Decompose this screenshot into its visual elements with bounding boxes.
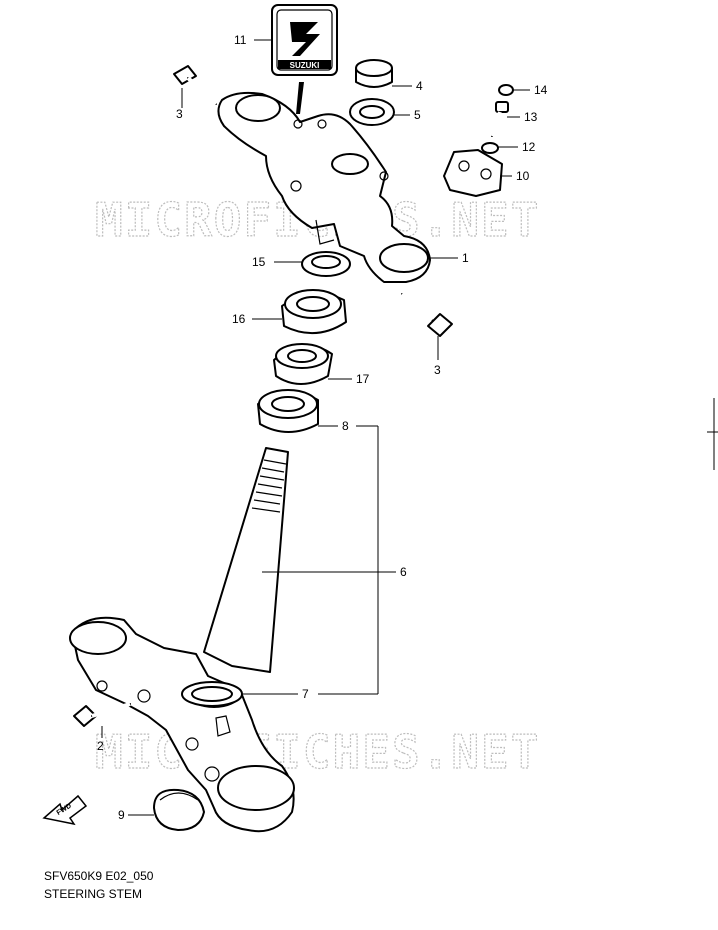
callout-14: 14 (534, 83, 548, 97)
callout-17: 17 (356, 372, 370, 386)
part-12-washer[interactable] (481, 142, 499, 154)
part-4-cap[interactable] (355, 59, 393, 88)
part-11-emblem[interactable]: SUZUKI (271, 4, 338, 76)
part-6-steering-stem[interactable] (69, 447, 295, 833)
part-15-nut[interactable] (301, 251, 351, 277)
callout-7: 7 (302, 687, 309, 701)
part-17-bearing[interactable] (273, 343, 333, 385)
part-13-bolt[interactable] (490, 101, 509, 137)
part-16-seal[interactable] (281, 289, 347, 335)
diagram-code: SFV650K9 E02_050 (44, 869, 154, 883)
part-3-bolt-lower[interactable] (400, 292, 453, 337)
callout-5: 5 (414, 108, 421, 122)
callout-12: 12 (522, 140, 536, 154)
part-14-cap[interactable] (498, 84, 514, 96)
part-3-bolt-upper[interactable] (173, 65, 218, 106)
callout-15: 15 (252, 255, 266, 269)
callout-2: 2 (97, 739, 104, 753)
part-1-upper-bracket[interactable] (217, 91, 431, 283)
part-10-holder[interactable] (443, 149, 503, 197)
watermark-bottom: MICROFICHES.NET (95, 725, 540, 779)
part-7-seal[interactable] (181, 681, 243, 707)
fwd-arrow-icon: FWD (42, 794, 88, 826)
part-5-washer[interactable] (349, 98, 395, 126)
callout-13: 13 (524, 110, 538, 124)
emblem-text: SUZUKI (290, 61, 320, 70)
callout-3-lower: 3 (434, 363, 441, 377)
part-2-bolt[interactable] (73, 702, 131, 727)
diagram-title: STEERING STEM (44, 887, 143, 901)
callout-11: 11 (234, 33, 247, 47)
callout-10: 10 (516, 169, 530, 183)
callout-3-upper: 3 (176, 107, 183, 121)
callout-1: 1 (462, 251, 469, 265)
callout-4: 4 (416, 79, 423, 93)
part-8-bearing[interactable] (257, 389, 319, 433)
callout-9: 9 (118, 808, 125, 822)
leader-lines (101, 39, 718, 816)
callout-8: 8 (342, 419, 349, 433)
callout-6: 6 (400, 565, 407, 579)
callout-16: 16 (232, 312, 246, 326)
part-9-cap[interactable] (153, 788, 205, 831)
